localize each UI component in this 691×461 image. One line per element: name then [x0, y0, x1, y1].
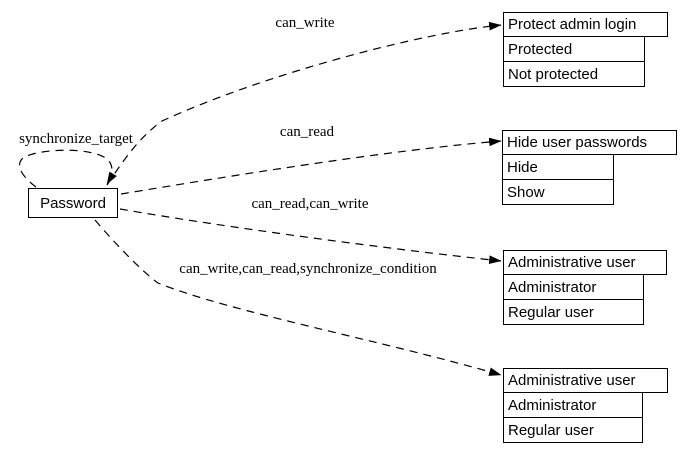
edge-synchronize-target-loop	[18, 149, 117, 188]
edge-can-write-can-read-synchronize-condition	[94, 219, 502, 376]
target-node-hide-user-passwords: Hide user passwords Hide Show	[502, 130, 677, 205]
edge-can-read-can-write	[119, 208, 502, 265]
node-option: Administrator	[503, 274, 644, 300]
node-title: Hide user passwords	[502, 130, 677, 155]
node-option: Not protected	[503, 61, 645, 87]
node-title: Administrative user	[503, 250, 667, 275]
edge-label-synchronize-target: synchronize_target	[19, 131, 133, 147]
node-title: Protect admin login	[503, 12, 668, 37]
edge-can-read	[120, 137, 502, 195]
node-option: Hide	[502, 154, 614, 180]
edge-label-can-read-can-write: can_read,can_write	[251, 196, 369, 212]
edge-label-can-write-can-read-synchronize-condition: can_write,can_read,synchronize_condition	[179, 261, 437, 277]
node-option: Show	[502, 179, 614, 205]
node-option: Regular user	[503, 417, 643, 443]
target-node-administrative-user-2: Administrative user Administrator Regula…	[503, 368, 668, 443]
password-node: Password	[28, 188, 118, 218]
edge-label-can-read: can_read	[279, 124, 335, 140]
edge-can-write	[106, 21, 502, 186]
edge-label-can-write: can_write	[275, 15, 335, 31]
node-option: Regular user	[503, 299, 644, 325]
target-node-protect-admin-login: Protect admin login Protected Not protec…	[503, 12, 668, 87]
node-option: Administrator	[503, 392, 643, 418]
target-node-administrative-user-1: Administrative user Administrator Regula…	[503, 250, 667, 325]
node-option: Protected	[503, 36, 645, 62]
node-title: Administrative user	[503, 368, 668, 393]
